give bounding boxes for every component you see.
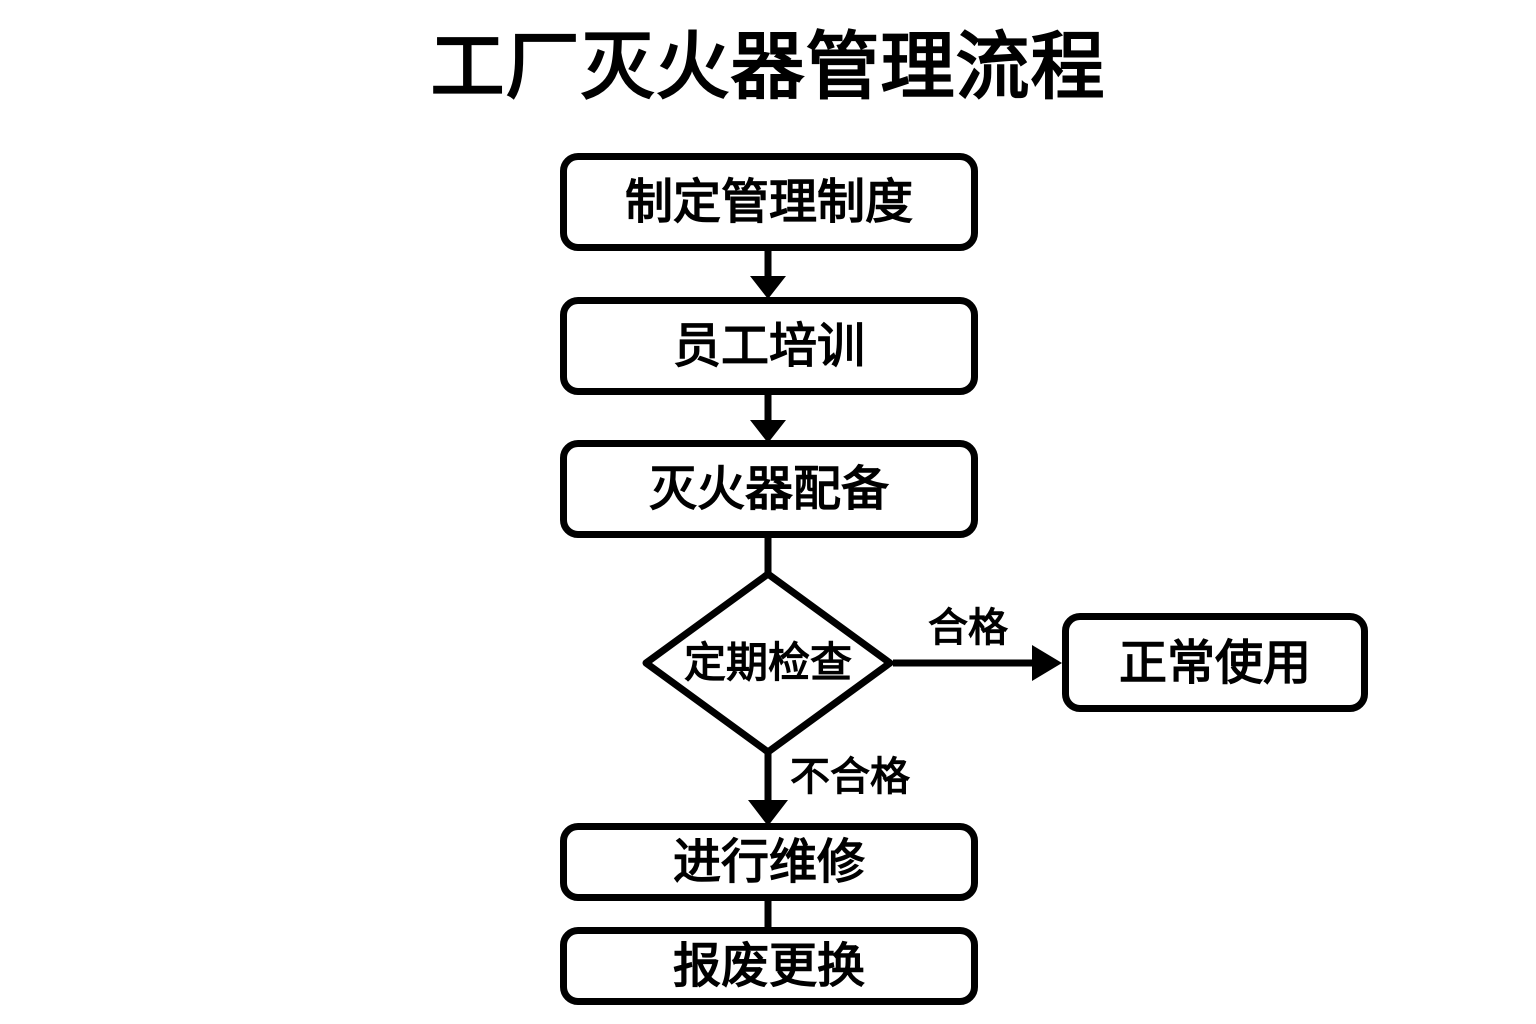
edge-training-equip (750, 394, 786, 443)
node-repair-label: 进行维修 (672, 834, 865, 890)
page-title: 工厂灭火器管理流程 (430, 24, 1106, 110)
node-equipment-label: 灭火器配备 (648, 461, 889, 517)
node-inspection[interactable]: 定期检查 (640, 568, 896, 758)
edge-policy-training (750, 250, 786, 299)
node-scrap-replace[interactable]: 报废更换 (560, 927, 978, 1005)
edge-label-pass: 合格 (928, 605, 1008, 651)
node-repair[interactable]: 进行维修 (560, 823, 978, 901)
node-scrap-replace-label: 报废更换 (672, 938, 865, 994)
node-policy-label: 制定管理制度 (624, 174, 913, 230)
node-equipment[interactable]: 灭火器配备 (560, 440, 978, 538)
edge-inspect-normal (893, 645, 1062, 681)
node-policy[interactable]: 制定管理制度 (560, 153, 978, 251)
node-training[interactable]: 员工培训 (560, 297, 978, 395)
node-inspection-label: 定期检查 (683, 638, 852, 687)
node-normal-use[interactable]: 正常使用 (1062, 613, 1368, 712)
node-normal-use-label: 正常使用 (1118, 634, 1311, 691)
diamond-shape (642, 570, 894, 756)
edge-label-fail: 不合格 (790, 754, 910, 800)
edge-inspect-repair (748, 752, 788, 826)
node-training-label: 员工培训 (672, 318, 865, 374)
